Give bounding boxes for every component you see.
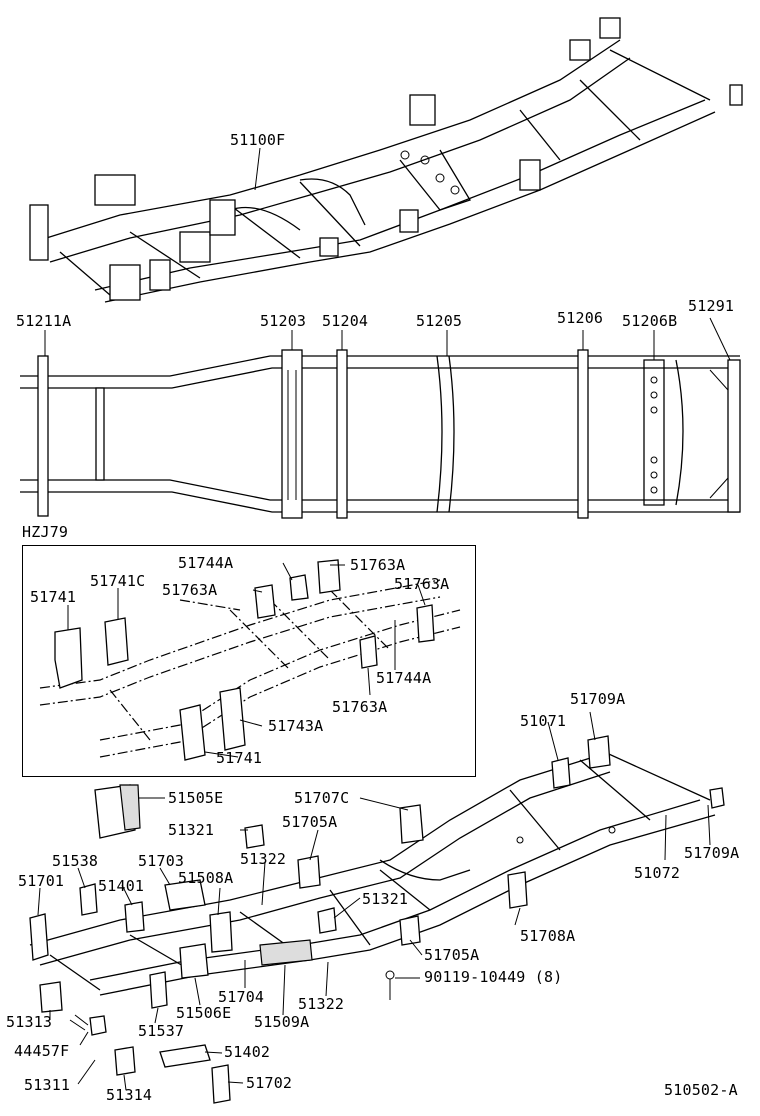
- part-label: 51071: [520, 712, 567, 730]
- part-label: 51741C: [90, 572, 146, 590]
- part-label: 51506E: [176, 1004, 232, 1022]
- part-label: 51708A: [520, 927, 576, 945]
- part-label: 51508A: [178, 869, 234, 887]
- part-label: 51763A: [332, 698, 388, 716]
- part-label: 51743A: [268, 717, 324, 735]
- frame-assembly-drawing: [29, 17, 743, 303]
- part-label: 44457F: [14, 1042, 70, 1060]
- part-label: 51401: [98, 877, 145, 895]
- part-label: 51741: [30, 588, 77, 606]
- part-label: 51538: [52, 852, 99, 870]
- part-label: 51321: [362, 890, 409, 908]
- part-label: 51211A: [16, 312, 72, 330]
- part-label: 51537: [138, 1022, 185, 1040]
- part-label: 51505E: [168, 789, 224, 807]
- part-label-frame-assy: 51100F: [230, 131, 286, 149]
- part-label: 90119-10449 (8): [424, 968, 563, 986]
- part-label: 51311: [24, 1076, 71, 1094]
- part-label: 51702: [246, 1074, 293, 1092]
- hzj79-inset-drawing: [39, 559, 461, 761]
- part-label: 51703: [138, 852, 185, 870]
- part-label: 51322: [240, 850, 287, 868]
- part-label: 51203: [260, 312, 307, 330]
- part-label: 51322: [298, 995, 345, 1013]
- part-label: 51321: [168, 821, 215, 839]
- part-label: 51205: [416, 312, 463, 330]
- part-label: 51313: [6, 1013, 53, 1031]
- leader-lines: [37, 147, 731, 1091]
- part-label: 51204: [322, 312, 369, 330]
- part-label: 51705A: [424, 946, 480, 964]
- part-label: 51701: [18, 872, 65, 890]
- bracket-assembly-drawing: [29, 735, 725, 1104]
- part-label: 51072: [634, 864, 681, 882]
- part-label: 51402: [224, 1043, 271, 1061]
- part-label: 51509A: [254, 1013, 310, 1031]
- part-label: 51763A: [162, 581, 218, 599]
- part-label: 51206B: [622, 312, 678, 330]
- part-label: 51763A: [394, 575, 450, 593]
- frame-plan-drawing: [20, 349, 741, 519]
- section-label: HZJ79: [22, 523, 69, 541]
- part-label: 51744A: [178, 554, 234, 572]
- hzj79-inset-frame: [22, 545, 476, 777]
- part-label: 51291: [688, 297, 735, 315]
- part-label: 51709A: [570, 690, 626, 708]
- figure-code: 510502-A: [664, 1081, 738, 1099]
- part-label: 51314: [106, 1086, 153, 1104]
- part-label: 51704: [218, 988, 265, 1006]
- part-label: 51744A: [376, 669, 432, 687]
- part-label: 51206: [557, 309, 604, 327]
- part-label: 51741: [216, 749, 263, 767]
- part-label: 51763A: [350, 556, 406, 574]
- part-label: 51705A: [282, 813, 338, 831]
- part-label: 51707C: [294, 789, 350, 807]
- part-label: 51709A: [684, 844, 740, 862]
